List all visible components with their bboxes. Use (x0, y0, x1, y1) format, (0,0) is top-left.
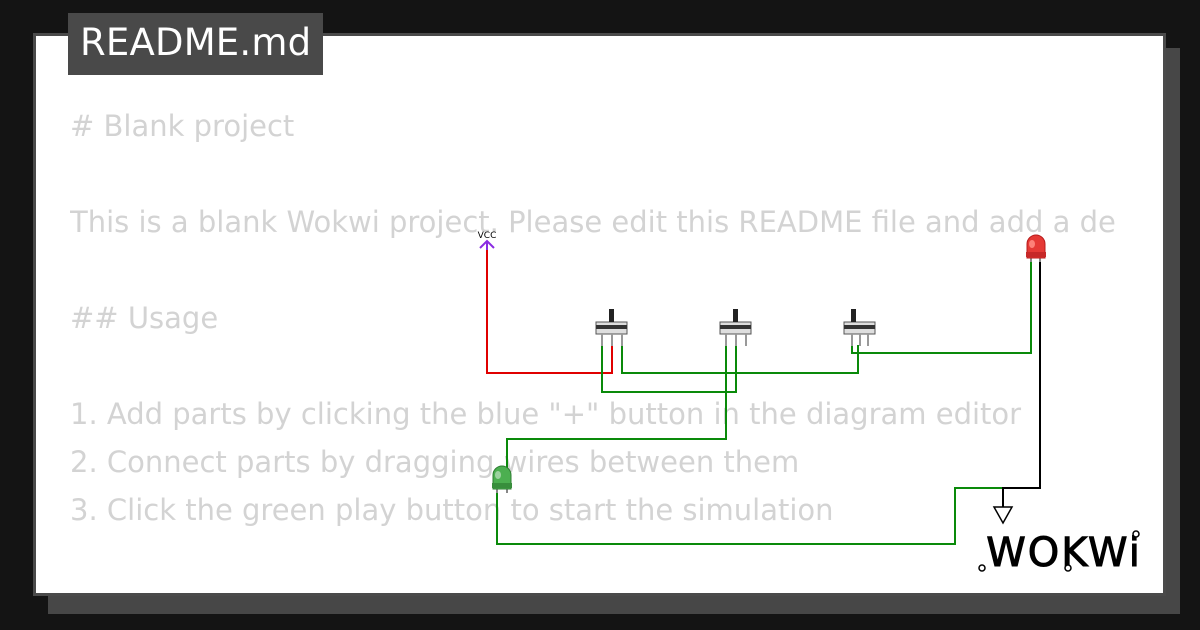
readme-usage-heading: ## Usage (70, 301, 219, 335)
readme-content: # Blank project This is a blank Wokwi pr… (70, 36, 1132, 556)
readme-step-2: 2. Connect parts by dragging wires betwe… (70, 445, 800, 479)
wire-s3-red-led (851, 258, 1032, 354)
ground-symbol[interactable] (992, 506, 1014, 525)
vcc-power-symbol[interactable]: VCC (478, 231, 497, 250)
vcc-label: VCC (478, 231, 497, 241)
slide-switch-3[interactable] (843, 309, 876, 346)
signal-wires[interactable] (496, 258, 1036, 545)
wire-s1-s3 (621, 345, 859, 374)
wire-s1-s2 (601, 345, 737, 393)
readme-step-3: 3. Click the green play button to start … (70, 493, 834, 527)
wokwi-logo: WOKWi (978, 530, 1142, 576)
wire-green-led-red-led (496, 485, 1036, 545)
wire-red-led-ground[interactable] (1002, 258, 1041, 507)
wire-s2-green-led (506, 345, 727, 476)
file-tab-readme[interactable]: README.md (68, 13, 324, 75)
svg-text:WOKWi: WOKWi (986, 530, 1142, 576)
readme-step-1: 1. Add parts by clicking the blue "+" bu… (70, 397, 1022, 431)
red-led[interactable] (1026, 234, 1046, 262)
green-led[interactable] (492, 465, 512, 493)
wire-vcc-switch1[interactable] (486, 250, 613, 374)
slide-switch-1[interactable] (595, 309, 628, 346)
readme-description: This is a blank Wokwi project. Please ed… (70, 205, 1116, 239)
readme-card: # Blank project This is a blank Wokwi pr… (33, 33, 1166, 596)
readme-heading: # Blank project (70, 109, 295, 143)
slide-switch-2[interactable] (719, 309, 752, 346)
